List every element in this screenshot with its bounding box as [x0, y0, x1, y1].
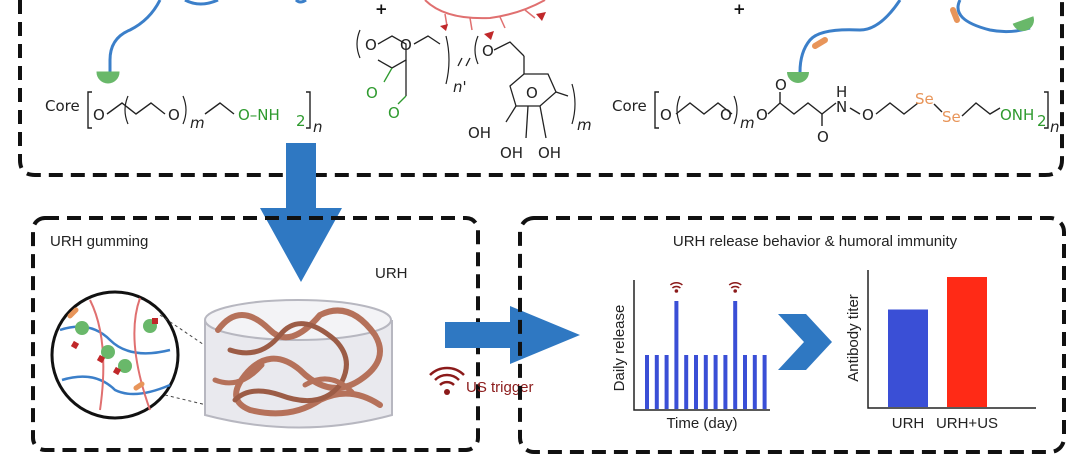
release-bar: [713, 355, 718, 409]
plus-sign-left: +: [375, 0, 388, 18]
aminooxy-label: O–NH: [238, 106, 280, 124]
release-bar: [723, 355, 728, 409]
oxygen-label: O: [482, 42, 494, 60]
repeat-index-n-prime: n': [453, 78, 467, 96]
repeat-index-n: n: [313, 118, 323, 136]
down-arrow-icon: [260, 143, 342, 282]
oxygen-label: O: [720, 106, 732, 124]
release-panel-border: [518, 216, 1066, 454]
repeat-index-m: m: [740, 114, 755, 132]
right-polymer-strand-icon: [787, 0, 1034, 83]
gumming-title: URH gumming: [50, 233, 148, 250]
release-bar: [684, 355, 689, 409]
carbonyl-oxygen-label: O: [775, 76, 787, 94]
hydroxyl-label: OH: [538, 144, 561, 162]
oxygen-label: O: [365, 36, 377, 54]
selenium-label: Se: [942, 108, 961, 126]
left-polymer-strand-icon: [96, 0, 307, 84]
release-bar: [674, 301, 679, 409]
oxidized-dextran-formula: O O O O n' O O m OH OH OH: [356, 29, 592, 162]
plus-sign-right: +: [733, 0, 746, 18]
aminooxy-subscript: 2: [1037, 112, 1047, 130]
amide-h-label: H: [836, 83, 847, 101]
titer-category-label: URH: [892, 415, 925, 432]
release-bar: [645, 355, 649, 409]
chevron-right-icon: [778, 314, 832, 370]
oxygen-label: O: [660, 106, 672, 124]
release-bar: [694, 355, 698, 409]
release-x-axis-label: Time (day): [666, 415, 737, 432]
amide-n-label: N: [836, 98, 847, 116]
release-y-axis-label: Daily release: [611, 305, 628, 392]
titer-axes: [867, 270, 1036, 409]
repeat-index-m: m: [577, 116, 592, 134]
aldehyde-oxygen-label: O: [366, 84, 378, 102]
release-bar: [743, 355, 747, 409]
gumming-panel-border: [31, 216, 480, 452]
oxygen-label: O: [168, 106, 180, 124]
network-magnifier-icon: [50, 290, 180, 420]
aminooxy-label: ONH: [1000, 106, 1034, 124]
daily-release-chart: Daily release Time (day): [611, 280, 770, 432]
release-bar: [752, 355, 757, 409]
carbonyl-oxygen-label: O: [817, 128, 829, 146]
titer-bar-urh: [888, 309, 928, 407]
oxygen-label: O: [756, 106, 768, 124]
ring-oxygen-label: O: [526, 84, 538, 102]
aminooxy-subscript: 2: [296, 112, 306, 130]
ultrasound-trigger-icon: [429, 366, 465, 395]
titer-bar-urh-us: [947, 277, 987, 407]
antibody-titer-chart: Antibody titer URH URH+US: [845, 270, 1036, 432]
aldehyde-oxygen-label: O: [388, 104, 400, 122]
hydrogel-icon: [204, 299, 393, 429]
titer-category-label: URH+US: [936, 415, 998, 432]
us-trigger-label: US trigger: [466, 379, 534, 396]
oxygen-label: O: [862, 106, 874, 124]
right-monomer-formula: Core O O m O O O H N O Se Se ONH 2 n: [612, 76, 1060, 146]
oxygen-label: O: [400, 36, 412, 54]
release-bar: [664, 355, 669, 409]
selenium-label: Se: [915, 90, 934, 108]
core-label-left: Core: [45, 97, 80, 115]
release-bar: [733, 301, 738, 409]
oxidized-dextran-strand-icon: [424, 0, 546, 40]
release-bar: [654, 355, 659, 409]
repeat-index-n: n: [1050, 118, 1060, 136]
titer-y-axis-label: Antibody titer: [845, 294, 862, 382]
ultrasound-pulse-icon: [728, 281, 742, 293]
oxygen-label: O: [93, 106, 105, 124]
urh-label: URH: [375, 265, 408, 282]
ultrasound-pulse-icon: [669, 281, 683, 293]
release-y-axis: [633, 280, 770, 411]
hydroxyl-label: OH: [468, 124, 491, 142]
release-bar: [762, 355, 767, 409]
left-monomer-formula: Core O O m O–NH 2 n: [45, 91, 323, 136]
hydroxyl-label: OH: [500, 144, 523, 162]
release-bar: [703, 355, 708, 409]
right-arrow-icon: [445, 306, 580, 364]
repeat-index-m: m: [190, 114, 205, 132]
release-title: URH release behavior & humoral immunity: [673, 233, 958, 250]
top-panel-border: [18, 0, 1064, 177]
core-label-right: Core: [612, 97, 647, 115]
